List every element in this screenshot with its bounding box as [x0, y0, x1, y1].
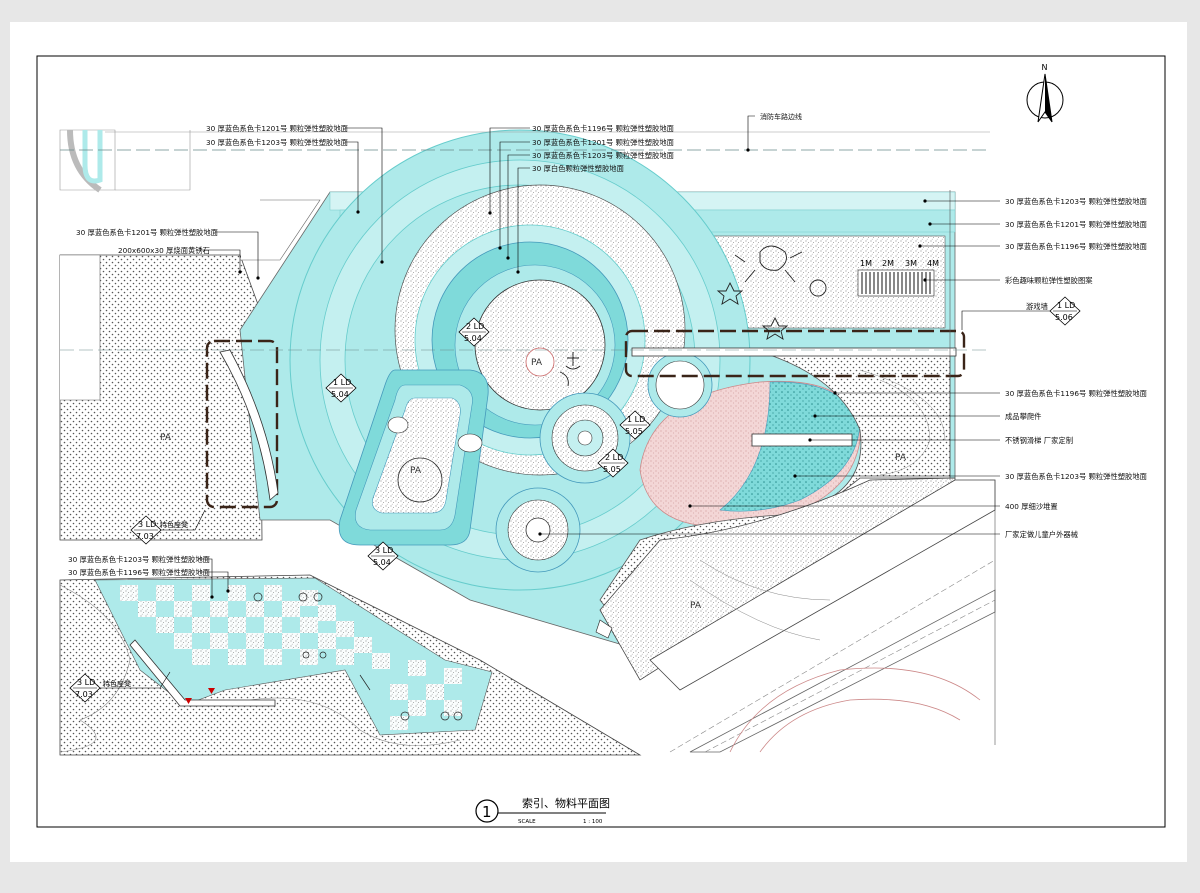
height-ruler: 1M 2M 3M 4M	[857, 259, 939, 297]
callout-right-8: 不锈钢滑梯 厂家定制	[1005, 436, 1073, 445]
detail-tag[interactable]: 2 LD 5.04	[458, 317, 490, 347]
scale-value: 1 : 100	[583, 819, 603, 825]
southeast-paved-area: PA PA	[599, 354, 996, 691]
seat-note-1: 特色座凳	[160, 520, 188, 529]
callout-right-2: 30 厚蓝色系色卡1201号 颗粒弹性塑胶地面	[1005, 220, 1147, 229]
callout-bl-2: 30 厚蓝色系色卡1196号 颗粒弹性塑胶地面	[68, 568, 210, 577]
detail-tags: 2 LD 5.04 1 LD 5.04 1 LD 5.05 2 LD 5.05 …	[69, 296, 1081, 703]
area-tag-west: PA	[160, 433, 172, 443]
fun-motifs	[559, 245, 827, 387]
detail-tag-sheet: 5.05	[603, 465, 621, 474]
drum-circles	[495, 352, 713, 573]
title-block: 1 索引、物料平面图 SCALE 1 : 100	[475, 796, 610, 825]
starfish-icon-2	[761, 316, 789, 340]
callouts-bottom-left: 30 厚蓝色系色卡1203号 颗粒弹性塑胶地面 30 厚蓝色系色卡1196号 颗…	[68, 555, 210, 577]
ruler-3m: 3M	[905, 259, 917, 268]
detail-tag[interactable]: 1 LD 5.05	[619, 410, 651, 440]
detail-tag[interactable]: 3 LD 7.03	[130, 515, 162, 545]
area-tag-basin: PA	[410, 466, 422, 476]
detail-tag-num: 2 LD	[466, 322, 484, 331]
bench-icon	[595, 619, 613, 639]
feature-seat-box	[205, 339, 279, 509]
top-left-fragment	[59, 129, 191, 193]
detail-tag[interactable]: 1 LD 5.06	[1049, 296, 1081, 326]
detail-tag-num: 1 LD	[333, 378, 351, 387]
callout-top-5: 30 厚蓝色系色卡1203号 颗粒弹性塑胶地面	[532, 151, 674, 160]
seat-note-2: 特色座凳	[103, 679, 131, 688]
ruler-2m: 2M	[882, 259, 894, 268]
drawing-number: 1	[482, 803, 492, 821]
north-arrow: N	[1026, 63, 1064, 123]
drawing-title: 索引、物料平面图	[522, 796, 610, 810]
detail-tag-sheet: 5.04	[464, 334, 482, 343]
callouts-right: 30 厚蓝色系色卡1203号 颗粒弹性塑胶地面 30 厚蓝色系色卡1201号 颗…	[1005, 197, 1147, 539]
callout-top-1: 30 厚蓝色系色卡1201号 颗粒弹性塑胶地面	[206, 124, 348, 133]
detail-tag-sheet: 5.04	[373, 558, 391, 567]
plan-area: PA PA	[59, 129, 996, 756]
area-tag-east: PA	[895, 453, 907, 463]
detail-tag-num: 2 LD	[605, 453, 623, 462]
callouts-top: 30 厚蓝色系色卡1201号 颗粒弹性塑胶地面 30 厚蓝色系色卡1203号 颗…	[206, 124, 674, 173]
detail-tag-num: 1 LD	[1057, 301, 1075, 310]
equipment-icons	[253, 592, 463, 721]
detail-tag-sheet: 7.03	[136, 532, 154, 541]
callout-right-10: 400 厚细沙堆置	[1005, 502, 1058, 511]
soft-basin: PA	[338, 369, 489, 546]
callout-right-1: 30 厚蓝色系色卡1203号 颗粒弹性塑胶地面	[1005, 197, 1147, 206]
north-label: N	[1042, 63, 1048, 72]
detail-tag-num: 1 LD	[627, 415, 645, 424]
callout-right-11: 厂家定做儿童户外器械	[1005, 530, 1079, 539]
detail-tag-num: 3 LD	[77, 678, 95, 687]
play-wall-box	[624, 329, 966, 378]
detail-tag-num: 3 LD	[375, 546, 393, 555]
detail-tag[interactable]: 2 LD 5.05	[597, 448, 629, 478]
detail-tag-sheet: 5.04	[331, 390, 349, 399]
road	[669, 559, 996, 753]
ruler-1m: 1M	[860, 259, 872, 268]
detail-tag-num: 3 LD	[138, 520, 156, 529]
callout-top-4: 30 厚蓝色系色卡1201号 颗粒弹性塑胶地面	[532, 138, 674, 147]
callout-left-2: 200x600x30 厚烧面黄锈石	[118, 246, 210, 255]
crab-icon	[759, 245, 787, 271]
anchor-icon	[565, 352, 581, 370]
area-tag-center: PA	[531, 358, 543, 368]
callout-right-6: 30 厚蓝色系色卡1196号 颗粒弹性塑胶地面	[1005, 389, 1147, 398]
detail-tag[interactable]: 1 LD 5.04	[325, 373, 357, 403]
drawing-frame	[36, 55, 1166, 828]
callout-left-1: 30 厚蓝色系色卡1201号 颗粒弹性塑胶地面	[76, 228, 218, 237]
checkerboard-court	[94, 577, 493, 736]
callout-top-6: 30 厚白色颗粒弹性塑胶地面	[532, 164, 624, 173]
starfish-icon	[716, 281, 744, 305]
scale-label: SCALE	[518, 819, 536, 825]
callout-top-3: 30 厚蓝色系色卡1196号 颗粒弹性塑胶地面	[532, 124, 674, 133]
detail-tag-sheet: 5.06	[1055, 313, 1073, 322]
callout-top-2: 30 厚蓝色系色卡1203号 颗粒弹性塑胶地面	[206, 138, 348, 147]
fire-road-note: 消防车路边线	[760, 112, 802, 121]
feature-seat-strip	[129, 639, 276, 707]
ruler-4m: 4M	[927, 259, 939, 268]
detail-tag[interactable]: 3 LD 7.03	[69, 673, 101, 703]
callout-right-7: 成品攀爬件	[1005, 412, 1041, 421]
callout-right-5: 游戏墙	[1026, 302, 1048, 311]
detail-tag-sheet: 7.03	[75, 690, 93, 699]
callout-bl-1: 30 厚蓝色系色卡1203号 颗粒弹性塑胶地面	[68, 555, 210, 564]
leader-lines	[100, 115, 1050, 689]
area-tag-se: PA	[690, 601, 702, 611]
callout-right-9: 30 厚蓝色系色卡1203号 颗粒弹性塑胶地面	[1005, 472, 1147, 481]
detail-tag[interactable]: 3 LD 5.04	[367, 541, 399, 571]
callout-right-3: 30 厚蓝色系色卡1196号 颗粒弹性塑胶地面	[1005, 242, 1147, 251]
callout-right-4: 彩色趣味颗粒弹性塑胶图案	[1005, 276, 1093, 285]
fish-icon	[809, 279, 827, 297]
callouts-left: 30 厚蓝色系色卡1201号 颗粒弹性塑胶地面 200x600x30 厚烧面黄锈…	[76, 228, 218, 255]
detail-tag-sheet: 5.05	[625, 427, 643, 436]
curved-seat	[219, 349, 279, 501]
play-wall	[631, 347, 957, 357]
leader-dots	[210, 148, 932, 599]
